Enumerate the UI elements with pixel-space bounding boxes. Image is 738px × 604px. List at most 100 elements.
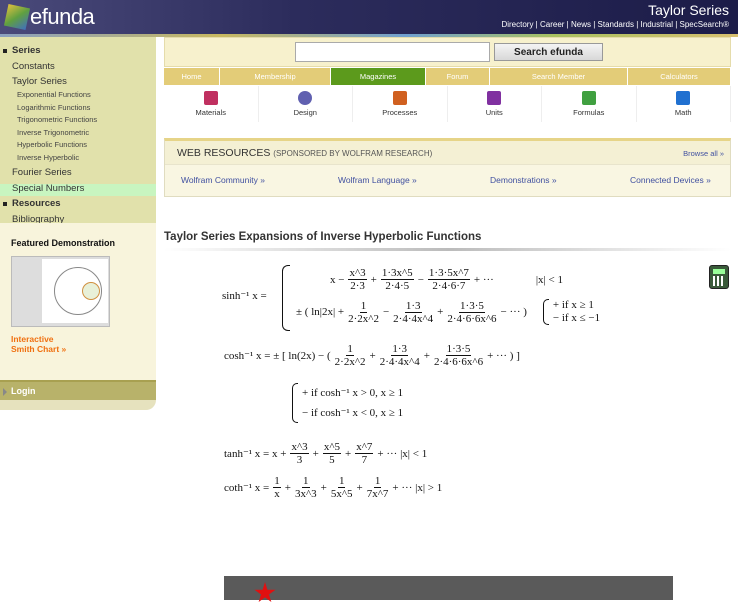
sidebar-item[interactable]: Hyperbolic Functions: [17, 140, 88, 149]
numerator: 1: [373, 475, 382, 488]
brace: [542, 299, 549, 325]
sidebar-item[interactable]: Series: [12, 45, 41, 56]
category-processes[interactable]: Processes: [353, 86, 448, 122]
tab[interactable]: Calculators: [628, 68, 731, 85]
demonstration-image[interactable]: [224, 576, 673, 603]
category-math[interactable]: Math: [637, 86, 731, 122]
wolfram-link[interactable]: Wolfram Community »: [181, 175, 265, 185]
search-bar: Search efunda: [164, 37, 731, 67]
denominator: x: [274, 488, 280, 500]
category-design[interactable]: Design: [259, 86, 353, 122]
brace: [282, 265, 290, 331]
formula-term: +: [345, 447, 352, 460]
sidebar-item[interactable]: Bibliography: [12, 214, 65, 225]
sidebar-item[interactable]: Trigonometric Functions: [17, 115, 98, 124]
formula-term: +: [423, 349, 430, 362]
formula-term: + ···: [473, 273, 494, 286]
sidebar-item[interactable]: Constants: [12, 61, 55, 72]
formula-term: + ··· ) ]: [487, 349, 520, 362]
gear-icon: [298, 91, 313, 105]
sidebar-item[interactable]: Special Numbers: [12, 183, 85, 194]
units-icon: [487, 91, 502, 105]
browse-all-link[interactable]: Browse all »: [683, 149, 724, 158]
formula-term: −: [417, 273, 424, 286]
sidebar-item[interactable]: Taylor Series: [12, 76, 67, 87]
top-link[interactable]: News: [570, 20, 591, 29]
smith-chart-thumbnail[interactable]: [11, 256, 110, 327]
formula-term: +: [369, 349, 376, 362]
web-resources-title: WEB RESOURCES (SPONSORED BY WOLFRAM RESE…: [177, 147, 433, 159]
tab[interactable]: Search Member: [490, 68, 628, 85]
tab[interactable]: Home: [164, 68, 220, 85]
arrow-right-icon: [3, 388, 7, 396]
tab[interactable]: Forum: [426, 68, 490, 85]
sidebar-item[interactable]: Resources: [12, 198, 61, 209]
category-formulas[interactable]: Formulas: [542, 86, 637, 122]
top-link[interactable]: Industrial: [640, 20, 673, 29]
denominator: 2·4·6·7: [432, 280, 466, 292]
sidebar-item[interactable]: Inverse Trigonometric: [17, 128, 90, 137]
sidebar-footer: [0, 400, 156, 410]
denominator: 7: [361, 454, 368, 466]
numerator: 1: [337, 475, 346, 488]
tab[interactable]: Magazines: [331, 68, 426, 85]
denominator: 2·2x^2: [348, 312, 379, 325]
sinh-label: sinh⁻¹ x =: [222, 290, 267, 302]
login-button[interactable]: Login: [0, 380, 156, 400]
sidebar-item[interactable]: Exponential Functions: [17, 90, 91, 99]
formula-term: +: [284, 481, 291, 494]
page-title: Taylor Series: [648, 2, 729, 18]
formula-term: cosh⁻¹ x = ± [ ln(2x) − (: [224, 350, 331, 362]
sidebar-item[interactable]: Logarithmic Functions: [17, 103, 91, 112]
numerator: 1·3·5x^7: [427, 267, 470, 280]
category-units[interactable]: Units: [448, 86, 542, 122]
formula-term: − ··· ): [500, 306, 527, 318]
wolfram-link[interactable]: Demonstrations »: [490, 175, 557, 185]
formula-term: −: [382, 306, 390, 318]
top-link[interactable]: Career: [539, 20, 565, 29]
top-link[interactable]: SpecSearch®: [679, 20, 729, 29]
wolfram-link[interactable]: Wolfram Language »: [338, 175, 417, 185]
numerator: x^3: [348, 267, 367, 280]
wolfram-link[interactable]: Connected Devices »: [630, 175, 711, 185]
calculator-icon[interactable]: [709, 265, 729, 289]
numerator: 1·3·5: [459, 299, 485, 313]
heading-divider: [164, 248, 731, 251]
denominator: 2·4·4x^4: [379, 356, 420, 368]
top-link[interactable]: Standards: [597, 20, 634, 29]
denominator: 2·3: [350, 280, 365, 292]
materials-icon: [203, 91, 218, 105]
cosh-cond: + if cosh⁻¹ x > 0, x ≥ 1− if cosh⁻¹ x < …: [292, 383, 403, 423]
search-input[interactable]: [295, 42, 490, 62]
search-button[interactable]: Search efunda: [494, 43, 603, 61]
denominator: 5: [329, 454, 335, 466]
tab[interactable]: Membership: [220, 68, 331, 85]
denominator: 2·4·5: [385, 280, 410, 292]
category-materials[interactable]: Materials: [164, 86, 259, 122]
sidebar-item[interactable]: Fourier Series: [12, 167, 72, 178]
top-link[interactable]: Directory: [501, 20, 534, 29]
numerator: 1: [346, 343, 354, 356]
numerator: 1: [273, 475, 281, 488]
sidebar-item[interactable]: Inverse Hyperbolic: [17, 153, 80, 162]
denominator: 5x^5: [330, 488, 353, 500]
efunda-logo[interactable]: efunda: [3, 3, 95, 31]
numerator: x^7: [355, 441, 374, 454]
